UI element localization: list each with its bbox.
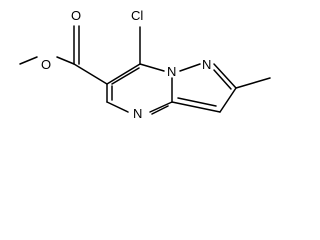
pyrazole-nitrogen-label: N — [202, 57, 211, 72]
bond-c3a-n4-inner — [151, 105, 169, 115]
bond-c3a-n4 — [149, 101, 173, 113]
bond-c3-c3a — [171, 101, 221, 113]
bond-c3-c3a-inner — [177, 97, 217, 107]
bond-c6-c7-inner — [111, 67, 140, 85]
bond-c2-c3 — [219, 87, 237, 113]
bond-c7-n-bridge — [139, 63, 165, 72]
bond-n4-c5 — [106, 101, 129, 113]
chlorine-label: Cl — [131, 8, 143, 23]
bond-n1-c2-inner — [213, 69, 232, 90]
bond-n1-c2 — [213, 63, 237, 89]
pyrimidine-nitrogen-label: N — [133, 106, 142, 121]
bond-n-bridge-n1 — [179, 63, 201, 72]
label-layer: Cl O O N N N — [41, 8, 211, 121]
bond-methyl-oxygen — [19, 56, 38, 65]
carbonyl-oxygen-label: O — [71, 8, 81, 23]
molecule-structure: Cl O O N N N — [19, 8, 271, 121]
structure-diagram: Cl O O N N N — [19, 8, 271, 121]
bridgehead-nitrogen-label: N — [167, 64, 176, 79]
ester-oxygen-label: O — [41, 57, 51, 72]
bond-ester-oxygen-carbonyl — [56, 56, 75, 65]
bond-carbonyl-ring — [73, 63, 108, 85]
bond-layer — [19, 25, 271, 115]
bond-c6-c7 — [106, 63, 141, 85]
bond-c2-methyl — [235, 77, 271, 89]
